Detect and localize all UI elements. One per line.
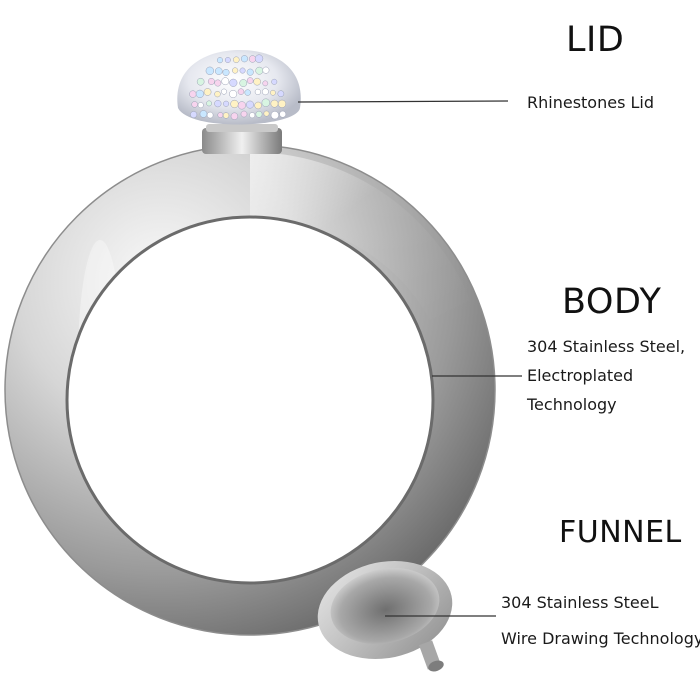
- rhinestone-gem: [270, 89, 276, 96]
- rhinestone-gem: [246, 100, 254, 109]
- rhinestone-gem: [221, 77, 230, 86]
- rhinestone-gem: [229, 89, 238, 99]
- rhinestone-gem: [254, 54, 264, 63]
- body-description-line: Electroplated: [527, 366, 634, 385]
- rhinestone-gem: [222, 68, 230, 76]
- rhinestone-gem: [255, 66, 264, 75]
- rhinestone-gem: [224, 57, 231, 63]
- rhinestone-gem: [254, 88, 261, 95]
- rhinestone-gem: [217, 112, 224, 118]
- rhinestone-gem: [233, 56, 240, 63]
- rhinestone-gem: [197, 102, 204, 109]
- rhinestone-gem: [244, 89, 251, 96]
- body-description-line: Technology: [527, 395, 617, 414]
- flask-body: [4, 144, 496, 636]
- funnel-description: 304 Stainless SteeL Wire Drawing Technol…: [501, 585, 700, 657]
- rhinestone-gem: [191, 101, 198, 108]
- rhinestone-gem: [207, 78, 215, 85]
- rhinestone-gem: [214, 90, 221, 98]
- rhinestone-gem: [277, 99, 287, 108]
- rhinestone-gem: [237, 101, 246, 110]
- rhinestone-gem: [253, 77, 261, 86]
- rhinestone-gem: [216, 57, 223, 64]
- rhinestone-gem: [237, 88, 245, 95]
- rhinestone-gem: [223, 100, 230, 107]
- rhinestone-gem: [239, 79, 248, 87]
- callout-lines: [297, 100, 522, 617]
- rhinestone-gem: [249, 112, 256, 119]
- lid-description-line: Rhinestones Lid: [527, 93, 655, 112]
- rhinestone-gem: [214, 100, 222, 108]
- rhinestone-gem: [261, 88, 269, 96]
- rhinestone-gem: [196, 77, 205, 86]
- rhinestone-gem: [261, 98, 271, 107]
- rhinestone-gem: [240, 110, 248, 118]
- rhinestone-gem: [232, 67, 239, 74]
- rhinestone-gem: [263, 110, 270, 117]
- rhinestone-gem: [254, 101, 262, 110]
- rhinestone-gem: [230, 99, 239, 109]
- rhinestone-gem: [230, 112, 239, 120]
- body-description: 304 Stainless Steel, Electroplated Techn…: [527, 332, 685, 419]
- rhinestone-gem: [189, 90, 197, 98]
- rhinestone-gem: [222, 112, 230, 119]
- rhinestone-gem: [190, 111, 198, 119]
- rhinestone-gem: [239, 67, 246, 74]
- rhinestone-gem: [206, 100, 212, 107]
- rhinestone-gem: [271, 78, 278, 85]
- rhinestone-gem: [214, 79, 222, 87]
- rhinestone-gem: [214, 67, 223, 75]
- rhinestone-gem: [270, 99, 279, 108]
- body-description-line: 304 Stainless Steel,: [527, 337, 686, 356]
- rhinestone-gem: [277, 90, 285, 98]
- body-heading: BODY: [562, 282, 662, 322]
- rhinestone-gem: [262, 66, 270, 74]
- rhinestone-gem: [279, 110, 287, 118]
- funnel-description-line: Wire Drawing Technology: [501, 629, 700, 648]
- rhinestone-gem: [206, 111, 214, 119]
- funnel-icon: [317, 560, 453, 672]
- rhinestone-gem: [229, 78, 238, 87]
- lid-heading: LID: [566, 20, 625, 60]
- rhinestone-gem: [203, 88, 212, 96]
- funnel-heading: FUNNEL: [559, 515, 682, 550]
- rhinestone-gem: [199, 110, 208, 118]
- lid-callout-line: [297, 100, 509, 103]
- rhinestone-gem: [240, 55, 249, 63]
- rhinestone-gem: [255, 110, 263, 118]
- rhinestone-gem: [246, 68, 254, 76]
- rhinestone-lid-icon: [177, 50, 301, 125]
- lid-description: Rhinestones Lid: [527, 88, 654, 117]
- flask-neck: [202, 124, 282, 154]
- rhinestone-gem: [270, 111, 279, 120]
- rhinestone-gem: [246, 77, 254, 84]
- rhinestone-gem: [195, 89, 204, 98]
- rhinestone-gem: [262, 80, 269, 87]
- rhinestone-gem: [205, 66, 215, 76]
- rhinestone-gem: [221, 88, 227, 95]
- funnel-description-line: 304 Stainless SteeL: [501, 593, 659, 612]
